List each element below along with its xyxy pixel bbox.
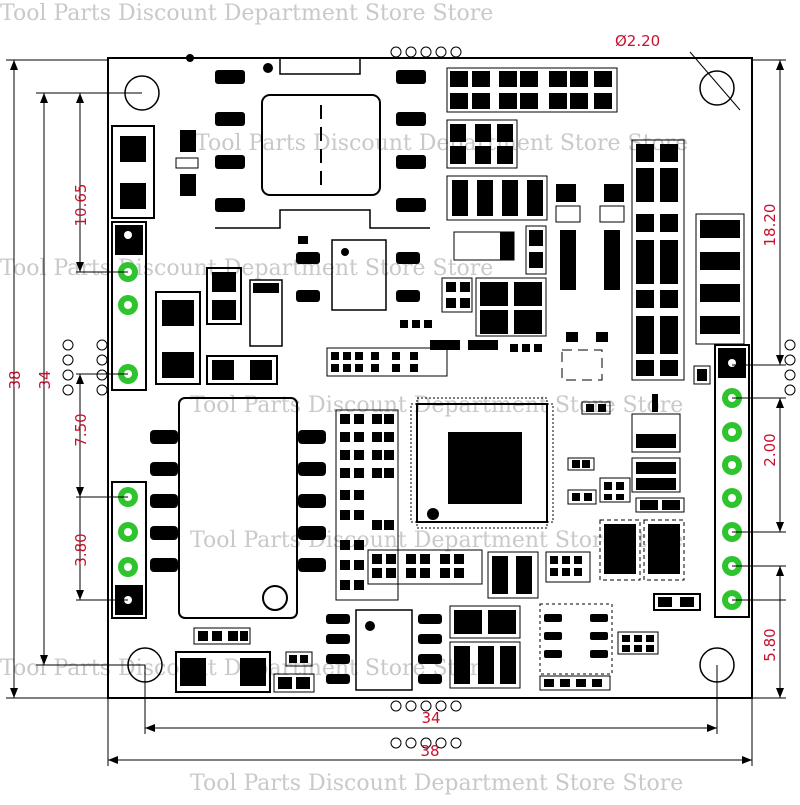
board-outline [107,57,753,699]
left-header-bottom [111,481,147,619]
left-top-connector [111,125,155,219]
dim-left-header-gap: 7.50 [72,413,90,446]
dim-right-top-offset: 18.20 [761,204,779,247]
mcu-chip [410,397,554,529]
lower-center-parts [175,549,659,693]
dim-top-hole-to-header: 10.65 [72,184,90,227]
dim-hole-pitch-vertical: 34 [36,370,54,389]
dimension-lines [6,51,786,766]
watermark-1: Tool Parts Discount Department Store Sto… [195,131,688,156]
mid-parts [441,277,608,381]
dim-board-height: 38 [6,370,24,389]
dim-board-width: 38 [420,742,439,760]
resistor-row [326,320,542,377]
edge-holes [62,46,796,749]
dim-right-bottom-offset: 5.80 [761,628,779,661]
top-module [186,54,430,229]
watermark-top: Tool Parts Discount Department Store Sto… [0,1,493,26]
dim-hole-diameter: Ø2.20 [615,32,660,50]
left-header-top [111,221,147,391]
watermark-4: Tool Parts Discount Department Store Sto… [190,528,683,553]
dimension-labels: 38 34 10.65 7.50 3.80 Ø2.20 18.20 2.00 5… [6,32,779,760]
small-parts-left [155,130,420,385]
dim-left-header-pitch: 3.80 [72,533,90,566]
mounting-hole-tr [699,70,735,106]
resistor-column [335,409,399,601]
arrowheads [10,60,784,764]
dim-right-header-pitch: 2.00 [761,433,779,466]
right-header [714,344,750,618]
right-mid-parts [567,365,711,611]
watermark-6: Tool Parts Discount Department Store Sto… [190,771,683,796]
dim-hole-pitch-horizontal: 34 [421,709,440,727]
top-right-arrays [446,67,745,381]
rf-module [150,397,326,619]
